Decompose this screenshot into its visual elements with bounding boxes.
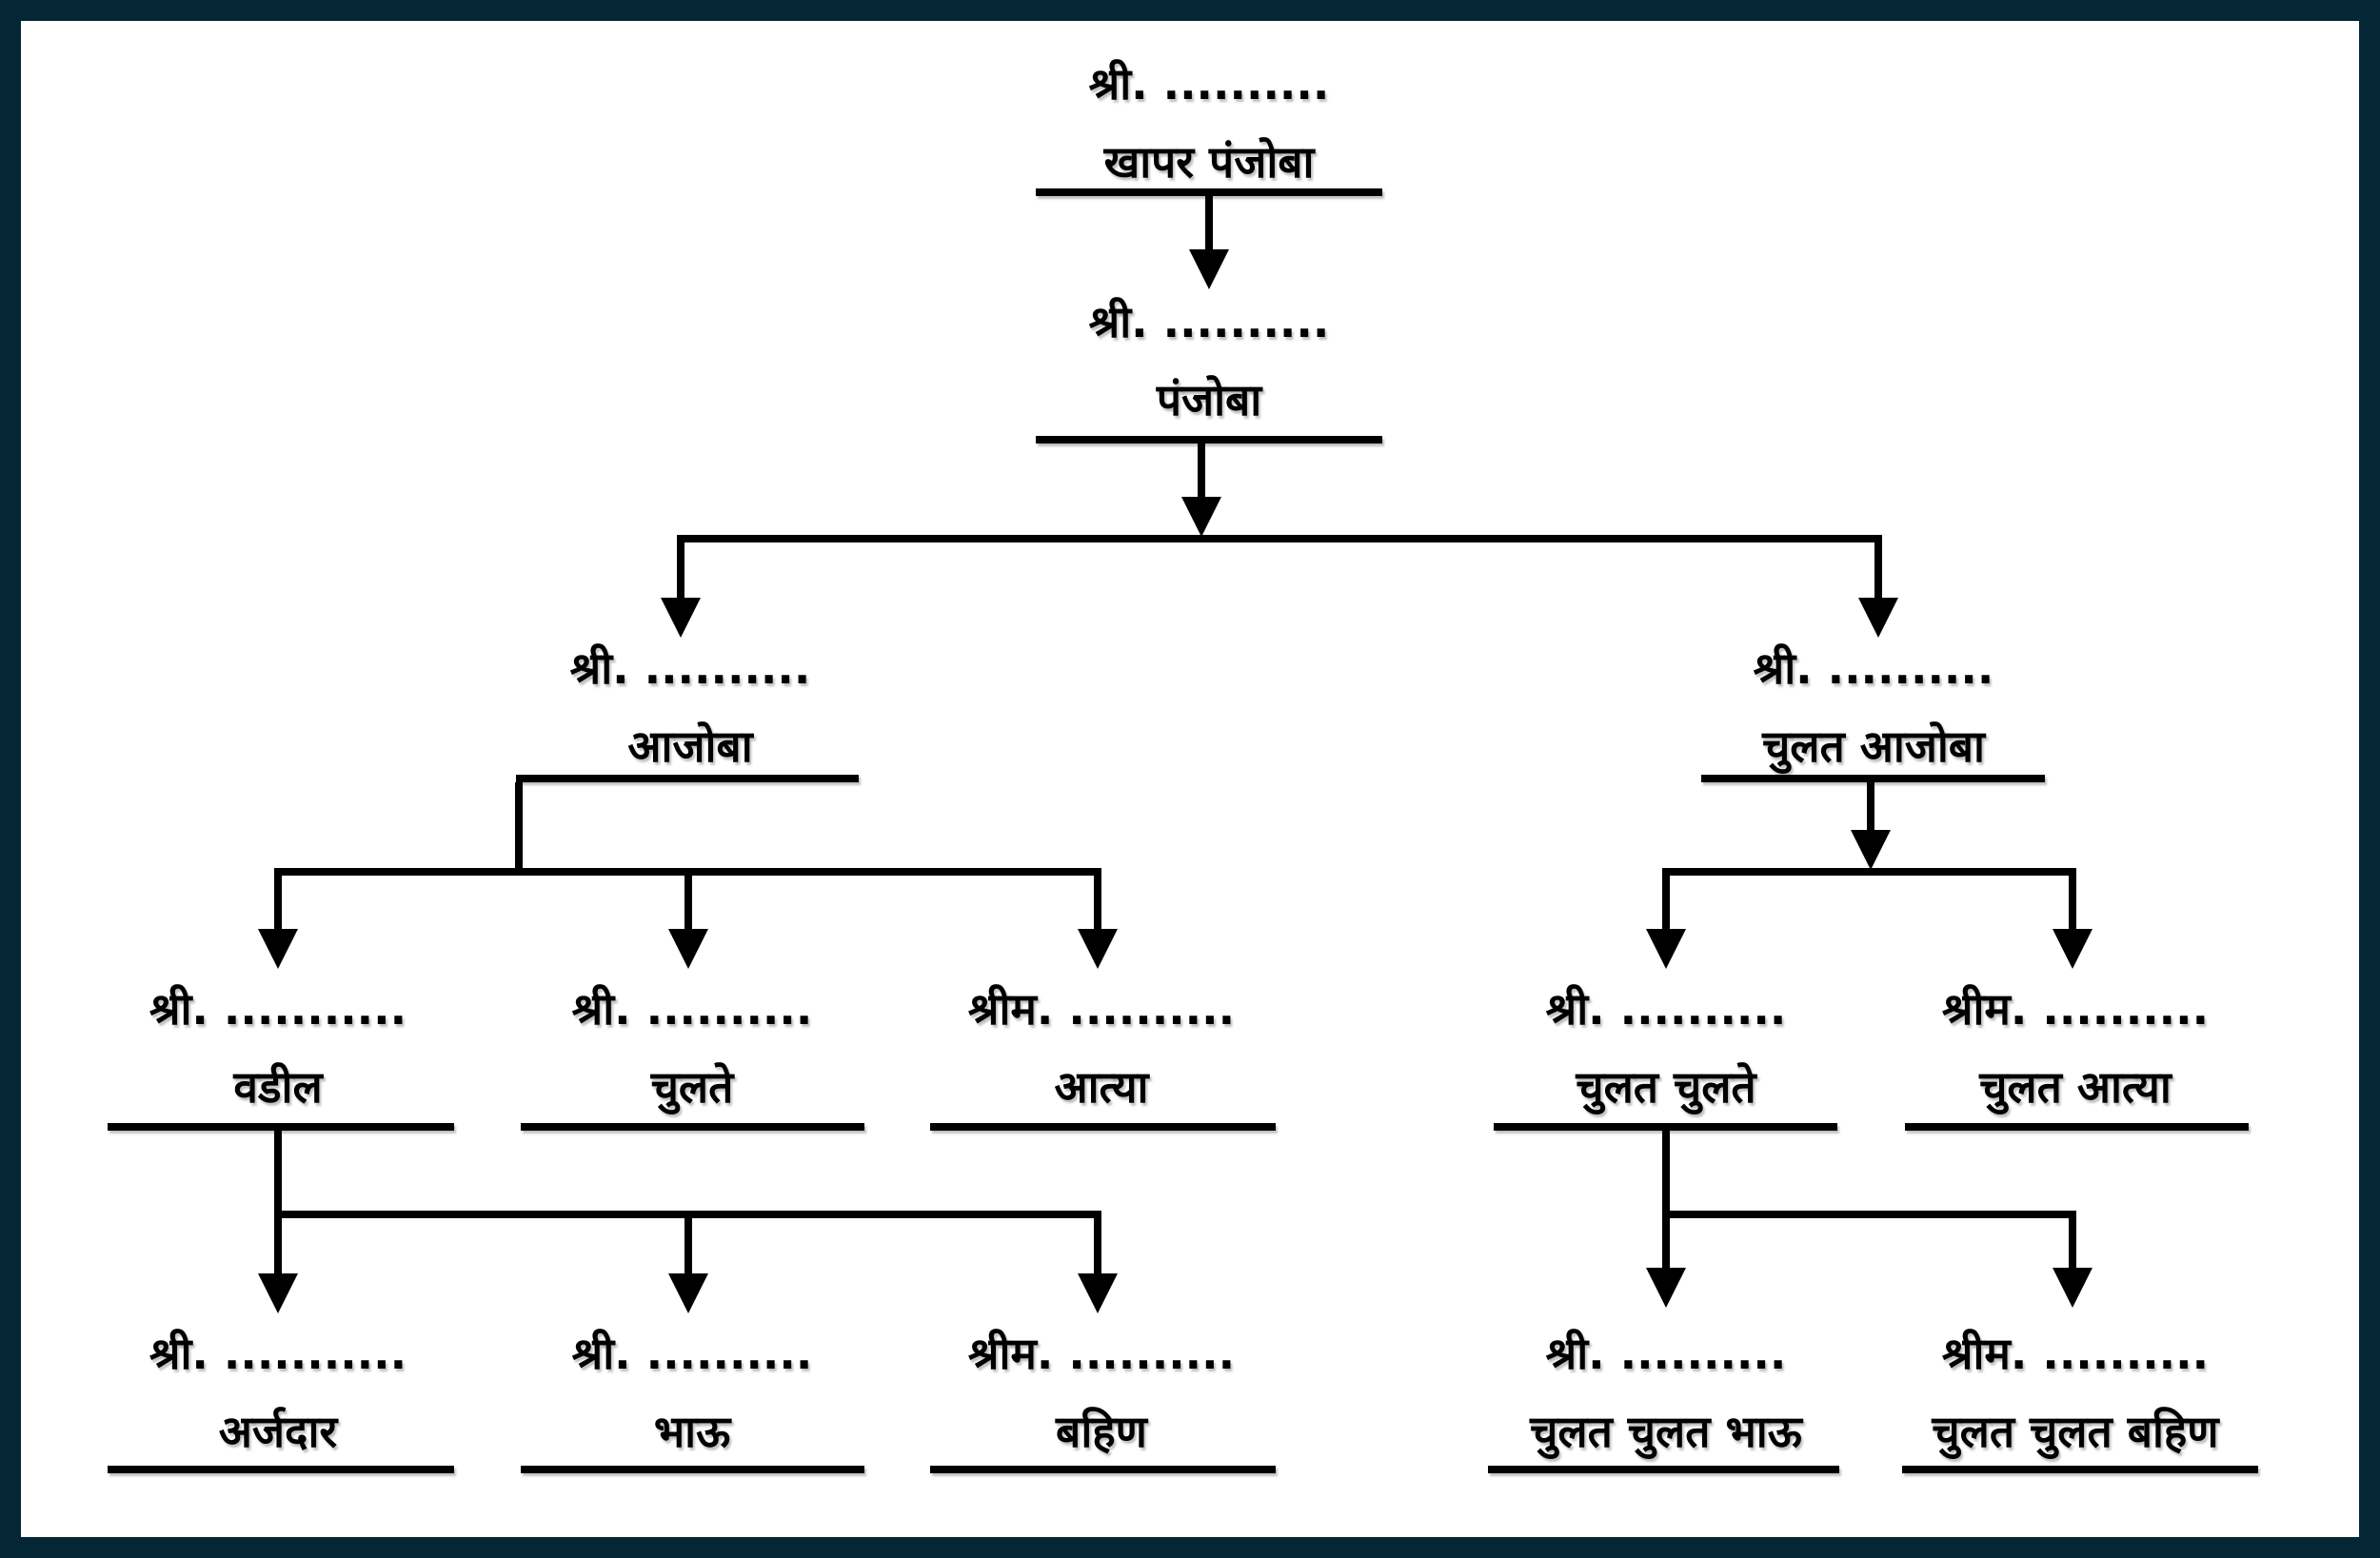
underline-ajoba xyxy=(516,775,859,782)
underline-chulat-chulte xyxy=(1494,1123,1837,1131)
node-name: चुलत आत्या xyxy=(1979,1061,2172,1113)
underline-arjdar xyxy=(108,1466,454,1473)
underline-chulat-atya xyxy=(1905,1123,2249,1131)
underline-atya xyxy=(930,1123,1276,1131)
connector-arrow-to-chulat-atya xyxy=(2069,876,2076,929)
node-bhau: श्री. .......... भाऊ xyxy=(572,1325,813,1460)
connector-arrow-to-bhau xyxy=(684,1218,692,1273)
underline-vadil xyxy=(108,1123,454,1131)
connector-chulat-ajoba-drop-arrow xyxy=(1867,782,1874,830)
node-chulat-chulat-bhau: श्री. .......... चुलत चुलत भाऊ xyxy=(1530,1325,1802,1460)
node-prefix: श्रीम. .......... xyxy=(967,983,1236,1035)
connector-arrow-to-atya xyxy=(1094,876,1101,929)
connector-chulat-chulte-children-hline xyxy=(1662,1211,2076,1218)
node-prefix: श्री. .......... xyxy=(569,642,811,694)
node-arjdar: श्री. ........... अर्जदार xyxy=(149,1325,407,1460)
node-atya: श्रीम. .......... आत्या xyxy=(968,980,1235,1115)
node-chulat-chulat-bahin: श्रीम. .......... चुलत चुलत बहिण xyxy=(1932,1325,2218,1460)
underline-chulat-ajoba xyxy=(1701,775,2045,782)
node-name: पंजोबा xyxy=(1156,374,1262,425)
underline-chulat-chulat-bahin xyxy=(1902,1466,2258,1473)
underline-chulte xyxy=(521,1123,864,1131)
node-ajoba: श्री. .......... आजोबा xyxy=(570,640,811,775)
node-name: चुलत चुलते xyxy=(1576,1061,1756,1113)
connector-arrow-to-vadil xyxy=(274,876,282,929)
connector-arrow-to-chulat-chulte xyxy=(1662,876,1670,929)
node-name: खापर पंजोबा xyxy=(1103,136,1315,187)
node-chulat-atya: श्रीम. .......... चुलत आत्या xyxy=(1942,980,2209,1115)
node-prefix: श्री. ........... xyxy=(149,1328,407,1379)
node-vadil: श्री. ........... वडील xyxy=(149,980,407,1115)
connector-arrow-to-chulat-chulat-bhau xyxy=(1662,1218,1670,1268)
node-name: चुलत आजोबा xyxy=(1762,720,1985,772)
underline-bhau xyxy=(521,1466,864,1473)
node-khapar-panjoba: श्री. .......... खापर पंजोबा xyxy=(1089,55,1330,190)
connector-vadil-children-hline xyxy=(274,1211,1101,1218)
node-chulat-chulte: श्री. .......... चुलत चुलते xyxy=(1546,980,1787,1115)
node-prefix: श्री. .......... xyxy=(1545,983,1787,1035)
node-name: आत्या xyxy=(1054,1061,1149,1113)
node-prefix: श्रीम. .......... xyxy=(967,1328,1236,1379)
connector-vadil-drop xyxy=(274,1131,282,1218)
connector-arrow-to-chulte xyxy=(684,876,692,929)
node-prefix: श्री. .......... xyxy=(1088,58,1330,109)
connector-arrow-to-chulat-chulat-bahin xyxy=(2069,1218,2076,1268)
connector-ajoba-children-hline xyxy=(274,868,1101,876)
underline-bahin xyxy=(930,1466,1276,1473)
connector-arrow-to-arjdar xyxy=(274,1218,282,1273)
underline-panjoba xyxy=(1036,436,1382,444)
connector-panjoba-children-hline xyxy=(677,535,1882,542)
underline-chulat-chulat-bhau xyxy=(1488,1466,1839,1473)
node-name: बहिण xyxy=(1056,1406,1147,1457)
node-panjoba: श्री. .......... पंजोबा xyxy=(1089,293,1330,428)
connector-khapar-to-panjoba-arrow xyxy=(1205,196,1213,249)
node-prefix: श्री. .......... xyxy=(1545,1328,1787,1379)
node-prefix: श्री. .......... xyxy=(571,983,813,1035)
connector-chulat-ajoba-children-hline xyxy=(1662,868,2076,876)
node-prefix: श्री. .......... xyxy=(571,1328,813,1379)
node-prefix: श्री. .......... xyxy=(1753,642,1994,694)
node-chulte: श्री. .......... चुलते xyxy=(572,980,813,1115)
underline-khapar-panjoba xyxy=(1036,188,1382,196)
connector-arrow-to-bahin xyxy=(1094,1218,1101,1273)
node-prefix: श्रीम. .......... xyxy=(1941,1328,2210,1379)
connector-arrow-to-ajoba xyxy=(677,535,684,598)
node-name: चुलत चुलत बहिण xyxy=(1932,1406,2219,1457)
node-chulat-ajoba: श्री. .......... चुलत आजोबा xyxy=(1754,640,1994,775)
node-prefix: श्री. ........... xyxy=(149,983,407,1035)
connector-chulat-chulte-drop xyxy=(1662,1131,1670,1218)
node-name: अर्जदार xyxy=(218,1406,338,1457)
connector-panjoba-drop-arrow xyxy=(1198,444,1205,497)
node-name: भाऊ xyxy=(653,1406,731,1457)
connector-arrow-to-chulat-ajoba xyxy=(1874,535,1882,598)
node-prefix: श्रीम. .......... xyxy=(1941,983,2210,1035)
node-name: वडील xyxy=(233,1061,323,1113)
node-prefix: श्री. .......... xyxy=(1088,296,1330,347)
node-name: आजोबा xyxy=(627,720,753,772)
node-name: चुलत चुलत भाऊ xyxy=(1530,1406,1802,1457)
node-bahin: श्रीम. .......... बहिण xyxy=(968,1325,1235,1460)
node-name: चुलते xyxy=(650,1061,734,1113)
connector-ajoba-drop xyxy=(515,782,523,876)
